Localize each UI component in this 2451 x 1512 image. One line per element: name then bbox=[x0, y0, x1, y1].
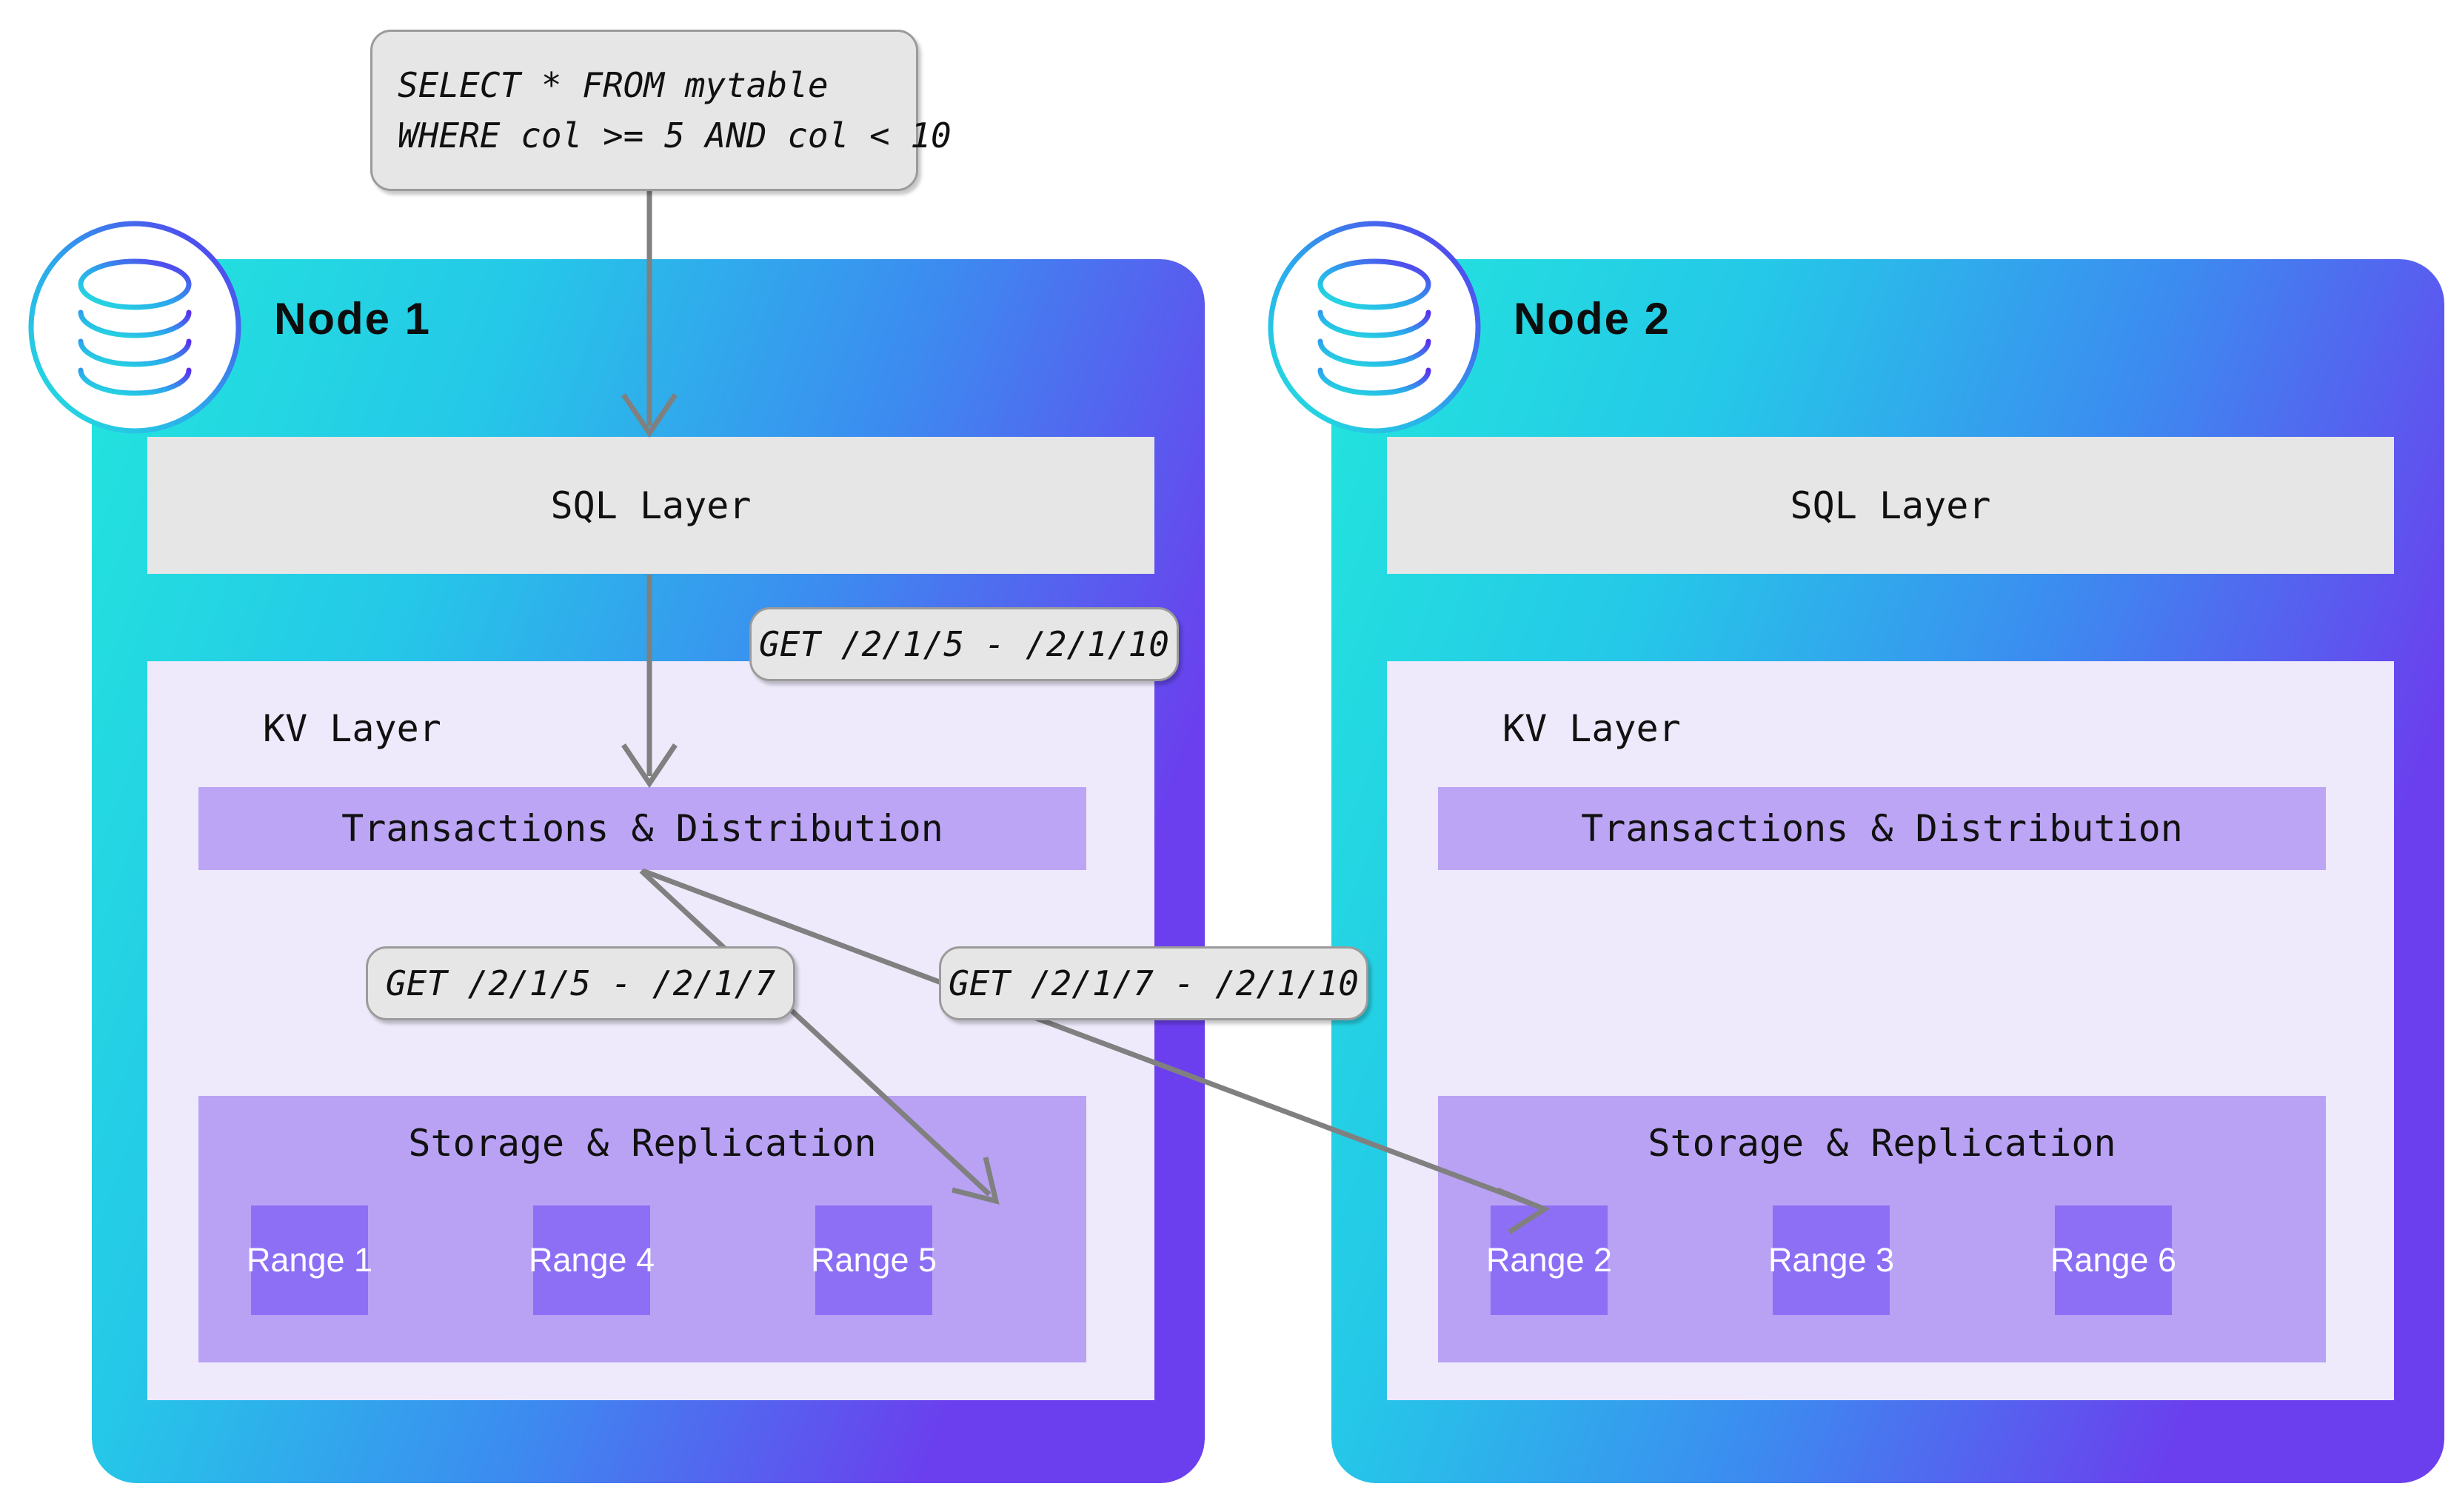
node-2-sql-layer: SQL Layer bbox=[1387, 437, 2394, 574]
kv-request-bubble: GET /2/1/5 - /2/1/10 bbox=[749, 607, 1179, 681]
node-1-kv-layer-label: KV Layer bbox=[263, 707, 441, 750]
node-2-transactions-box: Transactions & Distribution bbox=[1438, 787, 2326, 870]
node-2-range-1[interactable]: Range 3 bbox=[1768, 1205, 1894, 1315]
node-1-sql-layer-label: SQL Layer bbox=[550, 484, 752, 527]
node-1-storage-box: Storage & Replication Range 1 Range 4 Ra… bbox=[198, 1096, 1086, 1362]
node-1-range-0[interactable]: Range 1 bbox=[247, 1205, 372, 1315]
node-1-range-2[interactable]: Range 5 bbox=[811, 1205, 937, 1315]
range-label: Range 6 bbox=[2050, 1241, 2177, 1279]
range-request-local-bubble: GET /2/1/5 - /2/1/7 bbox=[366, 946, 795, 1020]
query-bubble: SELECT * FROM mytable WHERE col >= 5 AND… bbox=[370, 30, 952, 191]
node-1-title: Node 1 bbox=[274, 294, 432, 344]
node-2-storage-label: Storage & Replication bbox=[1648, 1122, 2116, 1165]
range-label: Range 4 bbox=[528, 1241, 655, 1279]
range-label: Range 1 bbox=[246, 1241, 373, 1279]
node-1-storage-label: Storage & Replication bbox=[408, 1122, 877, 1165]
range-label: Range 3 bbox=[1768, 1241, 1895, 1279]
node-1-badge bbox=[24, 216, 246, 438]
node-2-kv-layer-label: KV Layer bbox=[1502, 707, 1681, 750]
node-2-badge bbox=[1263, 216, 1485, 438]
range-label: Range 5 bbox=[810, 1241, 937, 1279]
node-2-title: Node 2 bbox=[1514, 294, 1671, 344]
node-2-transactions-label: Transactions & Distribution bbox=[1581, 807, 2183, 850]
node-1-transactions-box: Transactions & Distribution bbox=[198, 787, 1086, 870]
node-2-sql-layer-label: SQL Layer bbox=[1790, 484, 1991, 527]
node-1-sql-layer: SQL Layer bbox=[147, 437, 1154, 574]
node-1-transactions-label: Transactions & Distribution bbox=[341, 807, 943, 850]
range-request-remote-bubble: GET /2/1/7 - /2/1/10 bbox=[939, 946, 1368, 1020]
node-2-storage-box: Storage & Replication Range 2 Range 3 Ra… bbox=[1438, 1096, 2326, 1362]
node-1-range-1[interactable]: Range 4 bbox=[529, 1205, 655, 1315]
range-label: Range 2 bbox=[1485, 1241, 1613, 1279]
node-2-range-2[interactable]: Range 6 bbox=[2050, 1205, 2176, 1315]
node-2-range-0[interactable]: Range 2 bbox=[1486, 1205, 1612, 1315]
